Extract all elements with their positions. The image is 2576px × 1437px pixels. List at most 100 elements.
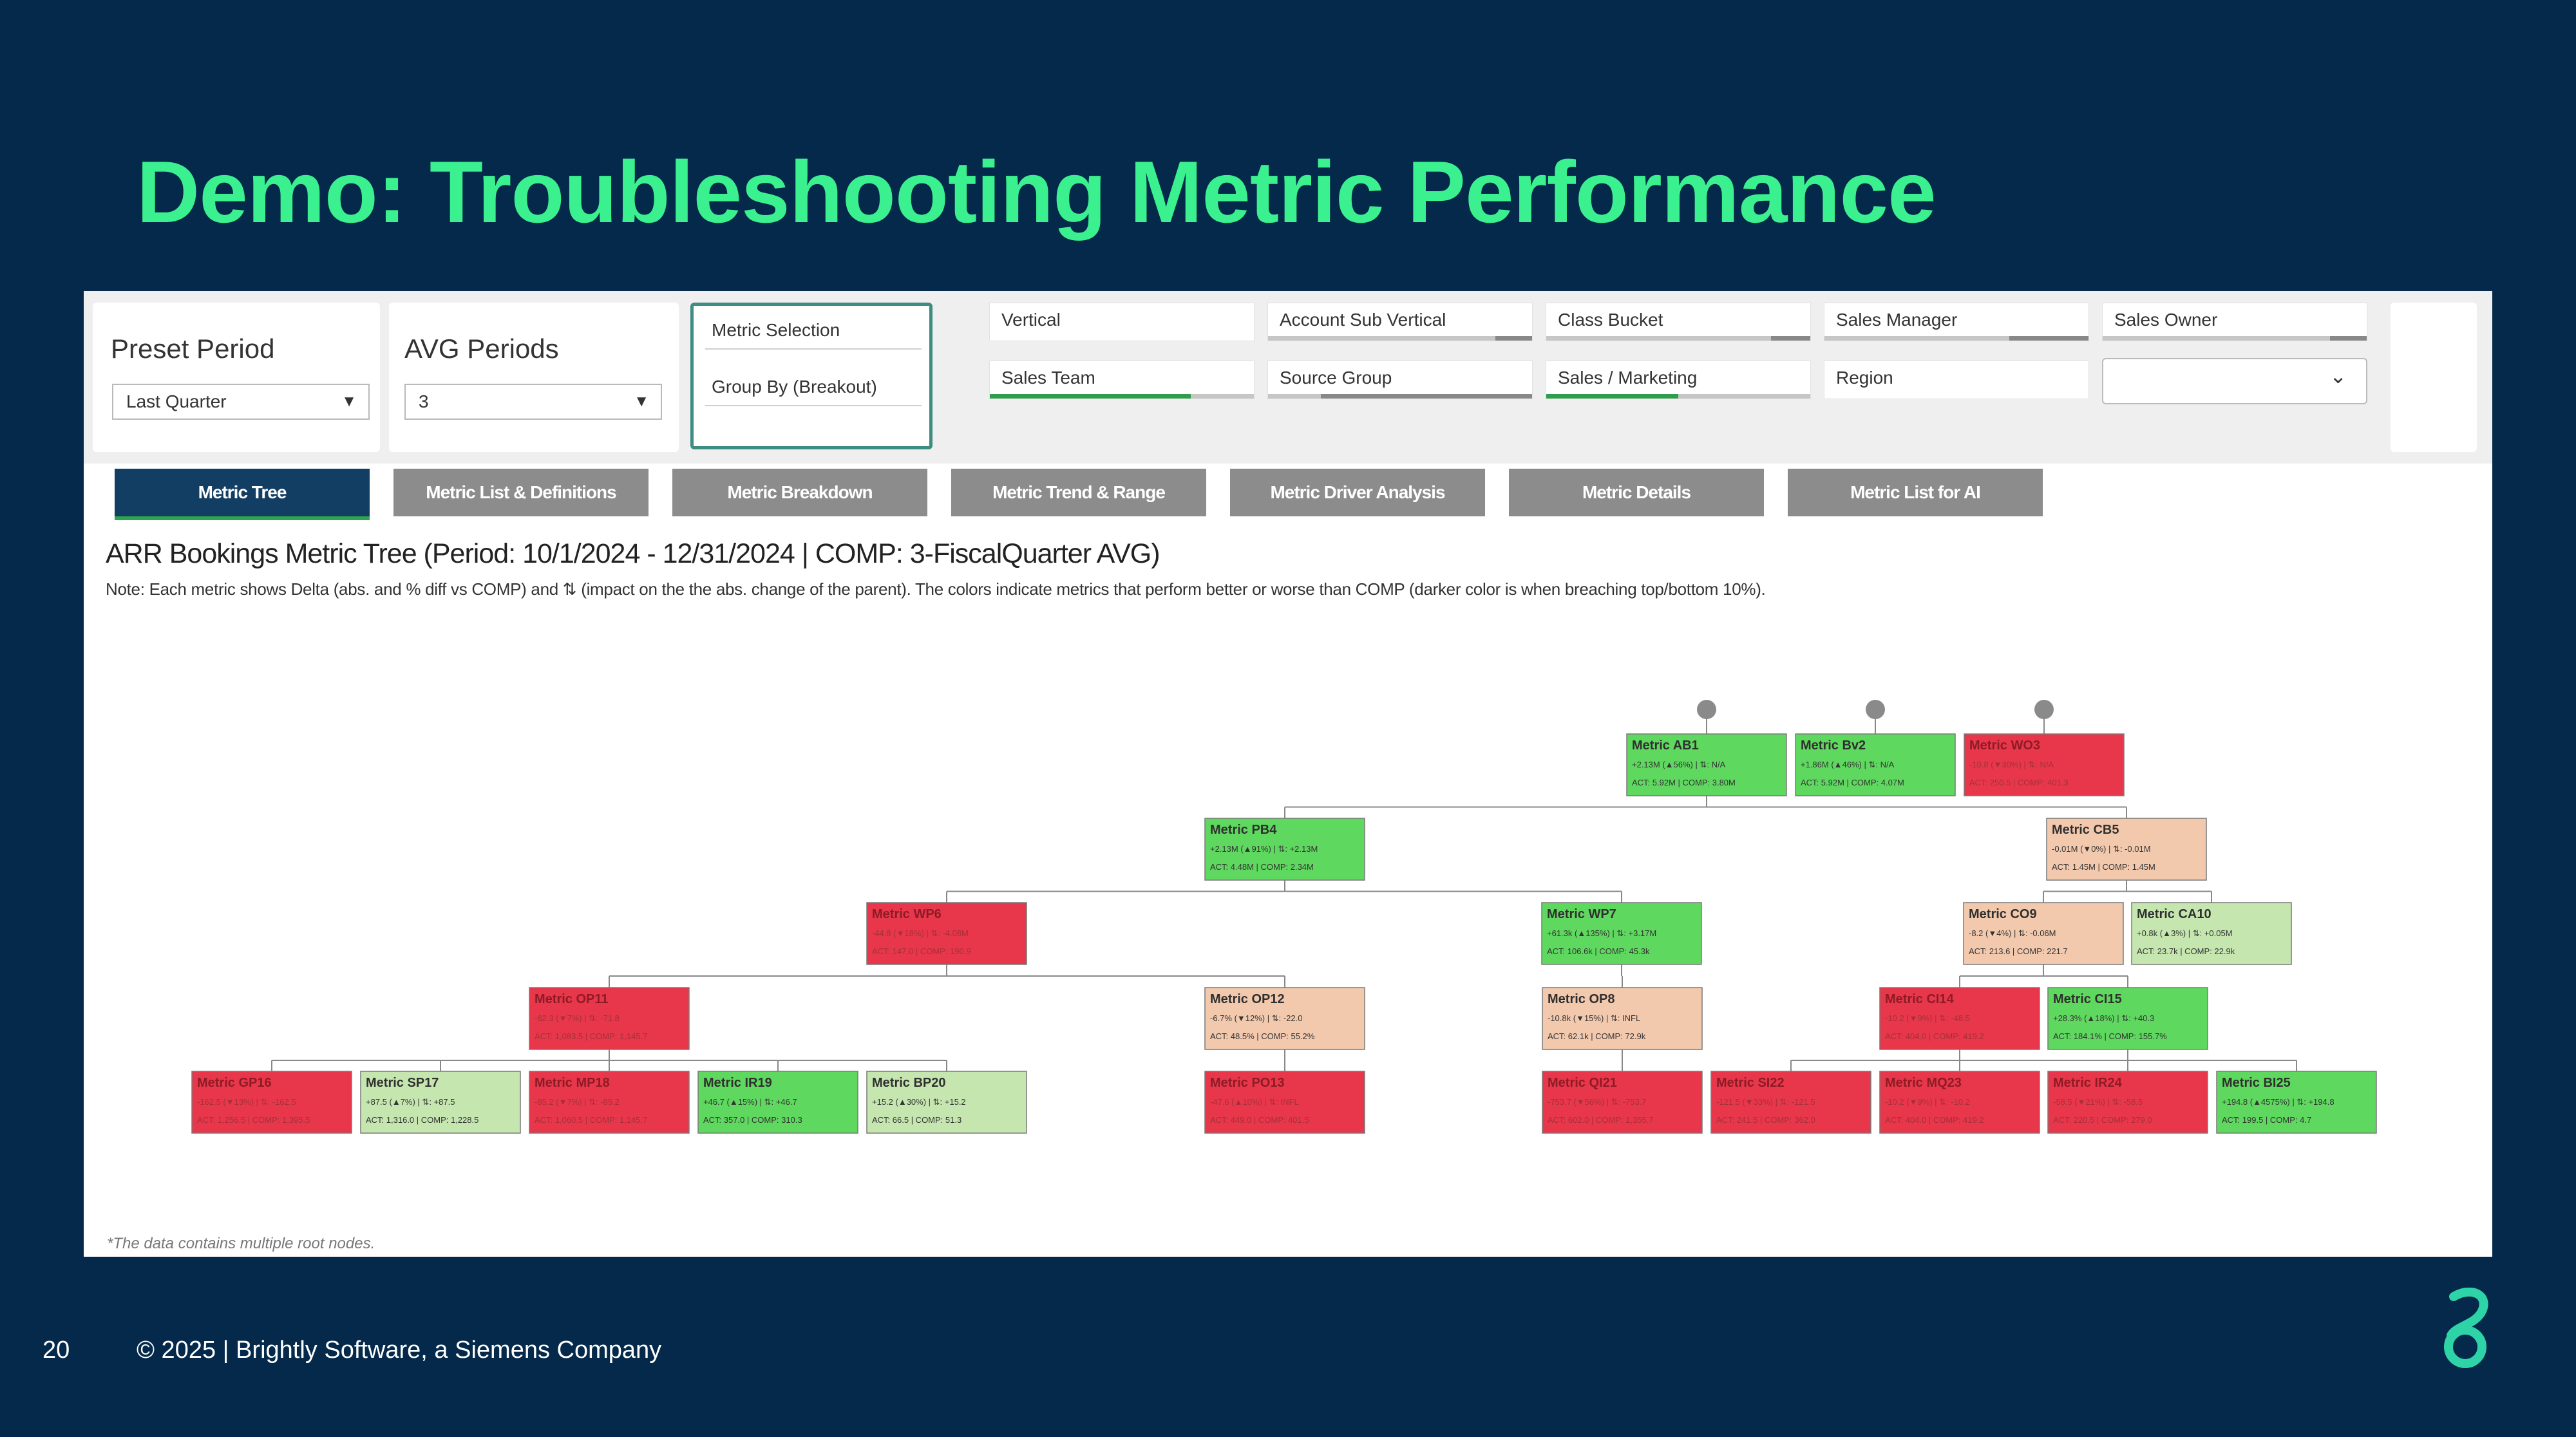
filter-chip-label: Vertical	[1001, 310, 1061, 330]
tree-node-ci15[interactable]: Metric CI15+28.3% (▲18%) | ⇅: +40.3ACT: …	[2047, 987, 2208, 1050]
metric-selection-field[interactable]: Metric Selection	[705, 311, 922, 350]
node-name: Metric AB1	[1632, 738, 1699, 753]
node-act-comp: ACT: 213.6 | COMP: 221.7	[1969, 946, 2068, 956]
tab-metric-breakdown[interactable]: Metric Breakdown	[672, 469, 927, 516]
node-delta: -10.8 (▼30%) | ⇅: N/A	[1969, 760, 2054, 769]
tab-metric-trend-range[interactable]: Metric Trend & Range	[951, 469, 1206, 516]
node-name: Metric CB5	[2052, 823, 2119, 837]
filter-chip-account-sub-vertical[interactable]: Account Sub Vertical	[1267, 303, 1533, 341]
avg-periods-value: 3	[419, 391, 429, 411]
node-name: Metric CA10	[2137, 907, 2211, 921]
tree-connector	[1284, 796, 2127, 818]
tree-connector	[946, 880, 1622, 903]
filter-chip-source-group[interactable]: Source Group	[1267, 361, 1533, 399]
node-act-comp: ACT: 5.92M | COMP: 4.07M	[1801, 778, 1904, 787]
filter-chip-bar	[1824, 336, 2088, 341]
preset-period-value: Last Quarter	[126, 391, 227, 411]
filter-chip-label: Class Bucket	[1558, 310, 1663, 330]
node-act-comp: ACT: 357.0 | COMP: 310.3	[703, 1115, 802, 1125]
tab-metric-tree[interactable]: Metric Tree	[115, 469, 370, 520]
node-delta: -85.2 (▼7%) | ⇅: -85.2	[535, 1097, 620, 1107]
tree-node-si22[interactable]: Metric SI22-121.5 (▼33%) | ⇅: -121.5ACT:…	[1710, 1071, 1871, 1134]
node-delta: +87.5 (▲7%) | ⇅: +87.5	[366, 1097, 455, 1107]
filter-chip-label: Sales Manager	[1836, 310, 1958, 330]
node-act-comp: ACT: 449.0 | COMP: 401.5	[1210, 1115, 1309, 1125]
tab-metric-details[interactable]: Metric Details	[1509, 469, 1764, 516]
tree-node-wp7[interactable]: Metric WP7+61.3k (▲135%) | ⇅: +3.17MACT:…	[1541, 902, 1702, 965]
filter-chip-sales-team[interactable]: Sales Team	[989, 361, 1255, 399]
node-name: Metric QI21	[1548, 1076, 1617, 1090]
preset-period-select[interactable]: Last Quarter ▼	[112, 384, 370, 420]
node-name: Metric OP11	[535, 992, 609, 1006]
filter-chip-empty[interactable]: ⌄	[2102, 358, 2367, 404]
filter-chip-label: Sales Owner	[2114, 310, 2218, 330]
filter-chip-class-bucket[interactable]: Class Bucket	[1546, 303, 1811, 341]
filter-chip-region[interactable]: Region	[1824, 361, 2089, 399]
node-act-comp: ACT: 199.5 | COMP: 4.7	[2222, 1115, 2311, 1125]
filter-chip-sales-owner[interactable]: Sales Owner	[2102, 303, 2367, 341]
tree-node-gp16[interactable]: Metric GP16-162.5 (▼13%) | ⇅: -162.5ACT:…	[191, 1071, 352, 1134]
node-name: Metric BI25	[2222, 1076, 2291, 1090]
root-pin	[2034, 700, 2054, 734]
root-pin	[1866, 700, 1885, 734]
node-delta: +15.2 (▲30%) | ⇅: +15.2	[872, 1097, 966, 1107]
filter-chip-vertical[interactable]: Vertical	[989, 303, 1255, 341]
filter-chip-bar-fill	[1770, 336, 1810, 341]
tree-node-qi21[interactable]: Metric QI21-753.7 (▼56%) | ⇅: -753.7ACT:…	[1542, 1071, 1703, 1134]
node-name: Metric OP12	[1210, 992, 1285, 1006]
filter-chip-label: Source Group	[1280, 368, 1392, 388]
avg-periods-card: AVG Periods 3 ▼	[389, 303, 679, 452]
node-name: Metric IR19	[703, 1076, 772, 1090]
group-by-field[interactable]: Group By (Breakout)	[705, 368, 922, 406]
avg-periods-select[interactable]: 3 ▼	[404, 384, 662, 420]
tab-metric-driver-analysis[interactable]: Metric Driver Analysis	[1230, 469, 1485, 516]
node-act-comp: ACT: 220.5 | COMP: 279.0	[2053, 1115, 2152, 1125]
node-delta: +2.13M (▲56%) | ⇅: N/A	[1632, 760, 1726, 769]
filter-chip-sales-manager[interactable]: Sales Manager	[1824, 303, 2089, 341]
filter-chip-bar-fill	[1546, 394, 1678, 399]
filter-chip-label: Region	[1836, 368, 1893, 388]
filter-chip-sales-marketing[interactable]: Sales / Marketing	[1546, 361, 1811, 399]
tree-node-bi25[interactable]: Metric BI25+194.8 (▲4575%) | ⇅: +194.8AC…	[2216, 1071, 2377, 1134]
node-delta: -121.5 (▼33%) | ⇅: -121.5	[1716, 1097, 1815, 1107]
tab-metric-list-definitions[interactable]: Metric List & Definitions	[393, 469, 649, 516]
node-delta: +28.3% (▲18%) | ⇅: +40.3	[2053, 1013, 2154, 1023]
filter-chip-bar-fill	[1321, 394, 1532, 399]
node-act-comp: ACT: 1,316.0 | COMP: 1,228.5	[366, 1115, 478, 1125]
node-name: Metric BP20	[872, 1076, 946, 1090]
page-number: 20	[43, 1337, 70, 1364]
node-act-comp: ACT: 106.6k | COMP: 45.3k	[1547, 946, 1650, 956]
node-name: Metric IR24	[2053, 1076, 2123, 1090]
preset-period-card: Preset Period Last Quarter ▼	[93, 303, 380, 452]
chevron-down-icon: ▼	[341, 393, 357, 410]
node-delta: +2.13M (▲91%) | ⇅: +2.13M	[1210, 844, 1318, 854]
tree-connector	[2043, 880, 2212, 903]
node-name: Metric WO3	[1969, 738, 2040, 753]
tree-node-pb4[interactable]: Metric PB4+2.13M (▲91%) | ⇅: +2.13MACT: …	[1204, 818, 1365, 881]
node-act-comp: ACT: 602.0 | COMP: 1,355.7	[1548, 1115, 1654, 1125]
node-act-comp: ACT: 1.45M | COMP: 1.45M	[2052, 862, 2155, 872]
node-act-comp: ACT: 1,256.5 | COMP: 1,395.5	[197, 1115, 310, 1125]
node-delta: +1.86M (▲46%) | ⇅: N/A	[1801, 760, 1895, 769]
tab-metric-list-for-ai[interactable]: Metric List for AI	[1788, 469, 2043, 516]
filter-chip-bar	[1268, 336, 1532, 341]
node-act-comp: ACT: 241.5 | COMP: 362.0	[1716, 1115, 1815, 1125]
